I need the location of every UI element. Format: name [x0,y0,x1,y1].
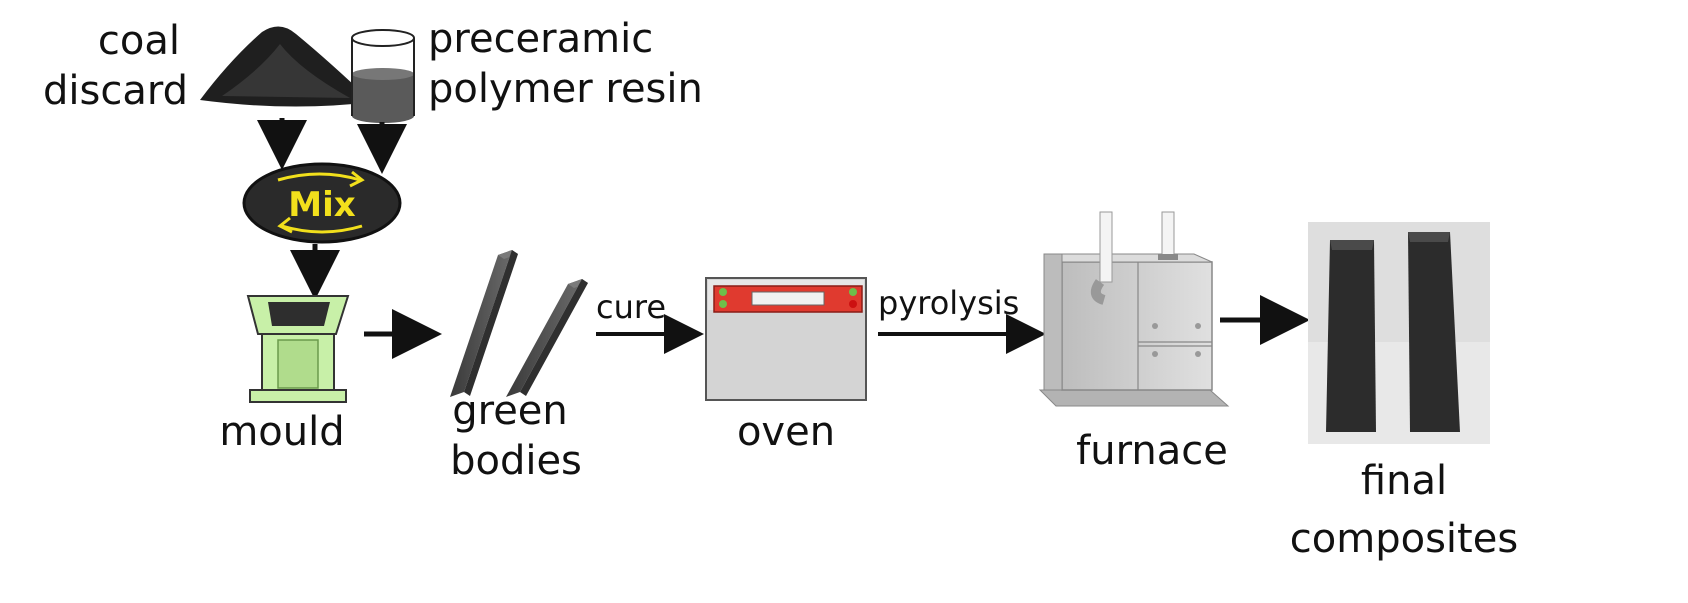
pyrolysis-label: pyrolysis [878,284,1019,322]
green-bodies-label-line2: bodies [450,438,582,484]
furnace-label: furnace [1076,428,1228,474]
resin-beaker-icon [351,29,415,123]
green-bodies-label-line1: green [452,388,568,434]
coal-pile-icon [200,26,372,107]
resin-label-line1: preceramic [428,16,653,62]
mix-label: Mix [288,185,355,225]
coal-label-line2: discard [43,68,188,114]
mix-oval [242,162,402,244]
oven-icon [705,277,867,401]
green-bodies-icon [450,250,588,397]
mould-icon [246,295,350,403]
cure-label: cure [596,288,666,326]
final-label-line1: final [1361,458,1447,504]
mould-label: mould [219,409,344,455]
oven-label: oven [737,409,835,455]
resin-label-line2: polymer resin [428,66,703,112]
coal-label-line1: coal [98,18,180,64]
furnace-icon [1038,211,1230,407]
final-label-line2: composites [1290,516,1518,562]
final-composites-photo [1308,222,1490,444]
